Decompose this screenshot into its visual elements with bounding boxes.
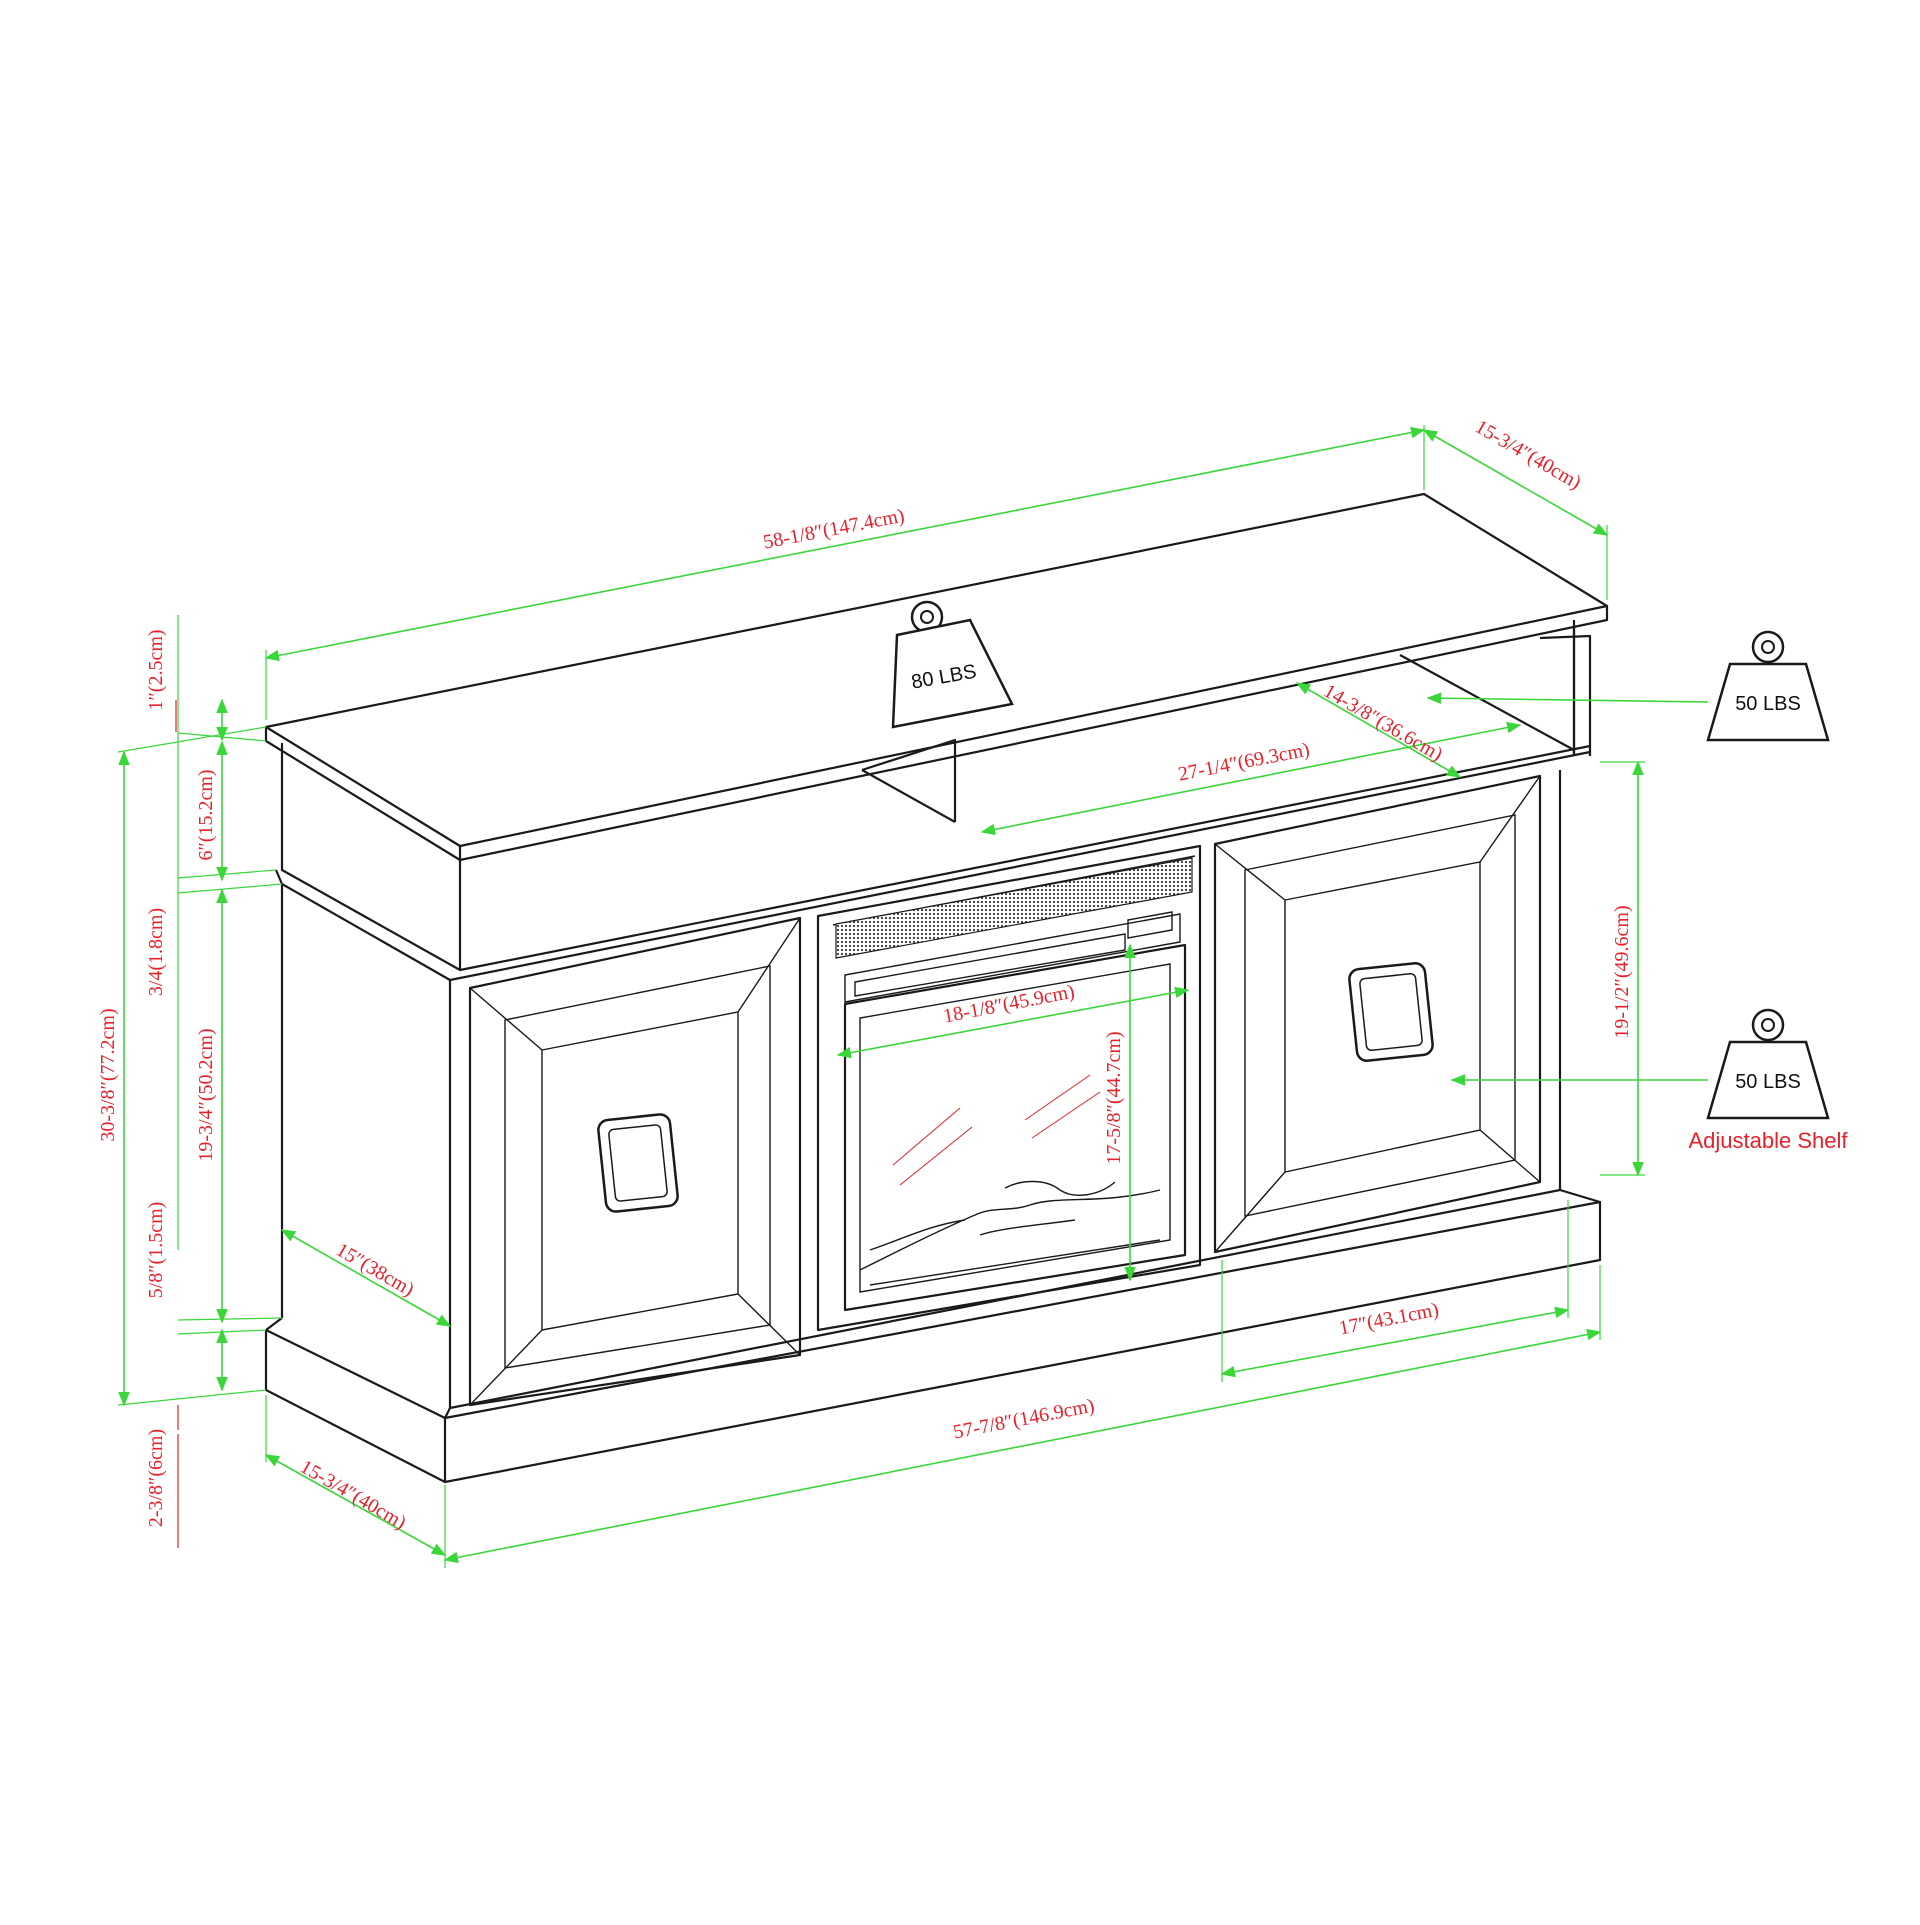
divider-rail (274, 750, 1591, 982)
dim-fireplace-width: 18-1/8″(45.9cm) (941, 981, 1076, 1028)
weight-label-shelf-lower: 50 LBS (1735, 1071, 1801, 1093)
dim-base-trim: 5/8″(1.5cm) (145, 1202, 167, 1299)
fireplace-insert (816, 844, 1202, 1332)
weight-label-shelf-upper: 50 LBS (1735, 693, 1801, 715)
dim-fireplace-height: 17-5/8″(44.7cm) (1103, 1031, 1125, 1164)
dim-cabinet-height: 19-3/4″(50.2cm) (195, 1028, 217, 1161)
right-door-handle (1348, 962, 1434, 1062)
weight-icon-top: 80 LBS (891, 600, 1014, 729)
arrow-shelf-upper (1426, 692, 1709, 704)
adjustable-shelf-label: Adjustable Shelf (1689, 1128, 1849, 1153)
open-shelf (1399, 620, 1592, 756)
dim-side-depth: 15″(38cm) (332, 1239, 418, 1301)
dim-top-thickness: 1″(2.5cm) (145, 629, 167, 710)
dim-top-depth: 15-3/4″(40cm) (1471, 416, 1584, 494)
left-door (468, 916, 802, 1407)
dim-base-height: 2-3/8″(6cm) (145, 1429, 167, 1527)
dim-base-depth: 15-3/4″(40cm) (296, 1456, 409, 1534)
dim-door-width: 17″(43.1cm) (1337, 1299, 1440, 1340)
glass-reflection (892, 1074, 1101, 1186)
fireplace-vent-mesh (835, 857, 1193, 959)
dim-door-height: 19-1/2″(49.6cm) (1611, 905, 1633, 1038)
dim-overall-height: 30-3/8″(77.2cm) (97, 1008, 119, 1141)
fireplace-logs (859, 1180, 1161, 1286)
dim-open-shelf-width: 27-1/4″(69.3cm) (1176, 739, 1311, 786)
dim-divider: 3/4(1.8cm) (145, 908, 167, 996)
dim-upper-section-height: 6″(15.2cm) (195, 769, 217, 860)
left-door-handle (597, 1113, 679, 1213)
weight-icon-shelf-upper: 50 LBS (1706, 630, 1830, 742)
weight-icon-shelf-lower: 50 LBS (1706, 1008, 1830, 1120)
shelf-divider (861, 738, 957, 823)
dimension-lines (117, 425, 1645, 1568)
right-door (1213, 774, 1542, 1254)
